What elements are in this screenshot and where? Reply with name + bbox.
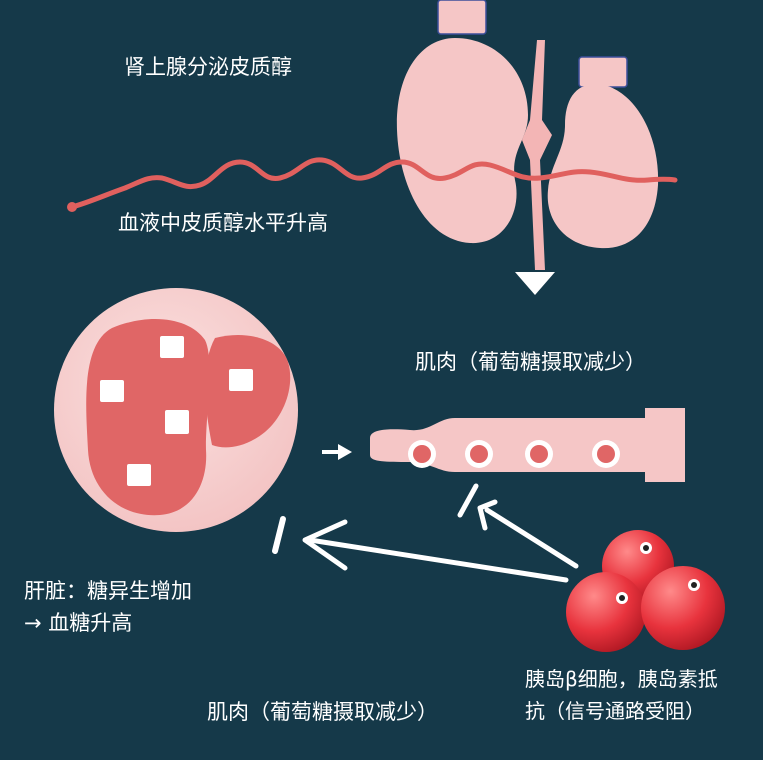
block-marker-liver xyxy=(272,516,286,554)
blood-cortisol-label: 血液中皮质醇水平升高 xyxy=(118,211,328,235)
kidney-right xyxy=(547,83,659,249)
beta-cell-cluster xyxy=(566,530,725,652)
beta-cell-label-line2: 抗（信号通路受阻） xyxy=(525,699,705,723)
beta-cell xyxy=(641,566,725,650)
adrenal-cap-right xyxy=(578,56,628,88)
block-marker-muscle xyxy=(457,483,479,518)
glucose-cube xyxy=(165,410,189,434)
liver-label-line2: → 血糖升高 xyxy=(24,611,133,635)
glucose-cube xyxy=(127,464,151,486)
beta-cell xyxy=(566,572,646,652)
adrenal-cap-left xyxy=(437,0,487,35)
blood-cortisol-wave xyxy=(69,157,678,210)
adrenal-kidney-illustration xyxy=(396,0,659,295)
vessel xyxy=(522,40,552,270)
beta-cell-label-line1: 胰岛β细胞，胰岛素抵 xyxy=(525,667,718,691)
adrenal-label: 肾上腺分泌皮质醇 xyxy=(124,55,292,79)
kidney-left xyxy=(396,38,528,244)
liver-lobe-left xyxy=(86,318,210,516)
beta-cell-arrows xyxy=(302,499,579,583)
glucose-cube xyxy=(229,369,253,391)
liver-to-muscle-arrow xyxy=(322,444,352,460)
liver-lobe-right xyxy=(205,335,291,448)
glucose-cube xyxy=(160,336,184,358)
muscle-label-top: 肌肉（葡萄糖摄取减少） xyxy=(415,350,646,374)
muscle-label-bottom: 肌肉（葡萄糖摄取减少） xyxy=(207,700,438,724)
glucose-cube xyxy=(100,380,124,402)
liver-label-line1: 肝脏：糖异生增加 xyxy=(24,579,192,603)
wave-end xyxy=(67,202,77,212)
muscle-fiber-illustration xyxy=(370,408,685,482)
down-arrow xyxy=(515,272,555,295)
muscle-receptors xyxy=(408,440,620,468)
liver-illustration xyxy=(54,288,298,532)
